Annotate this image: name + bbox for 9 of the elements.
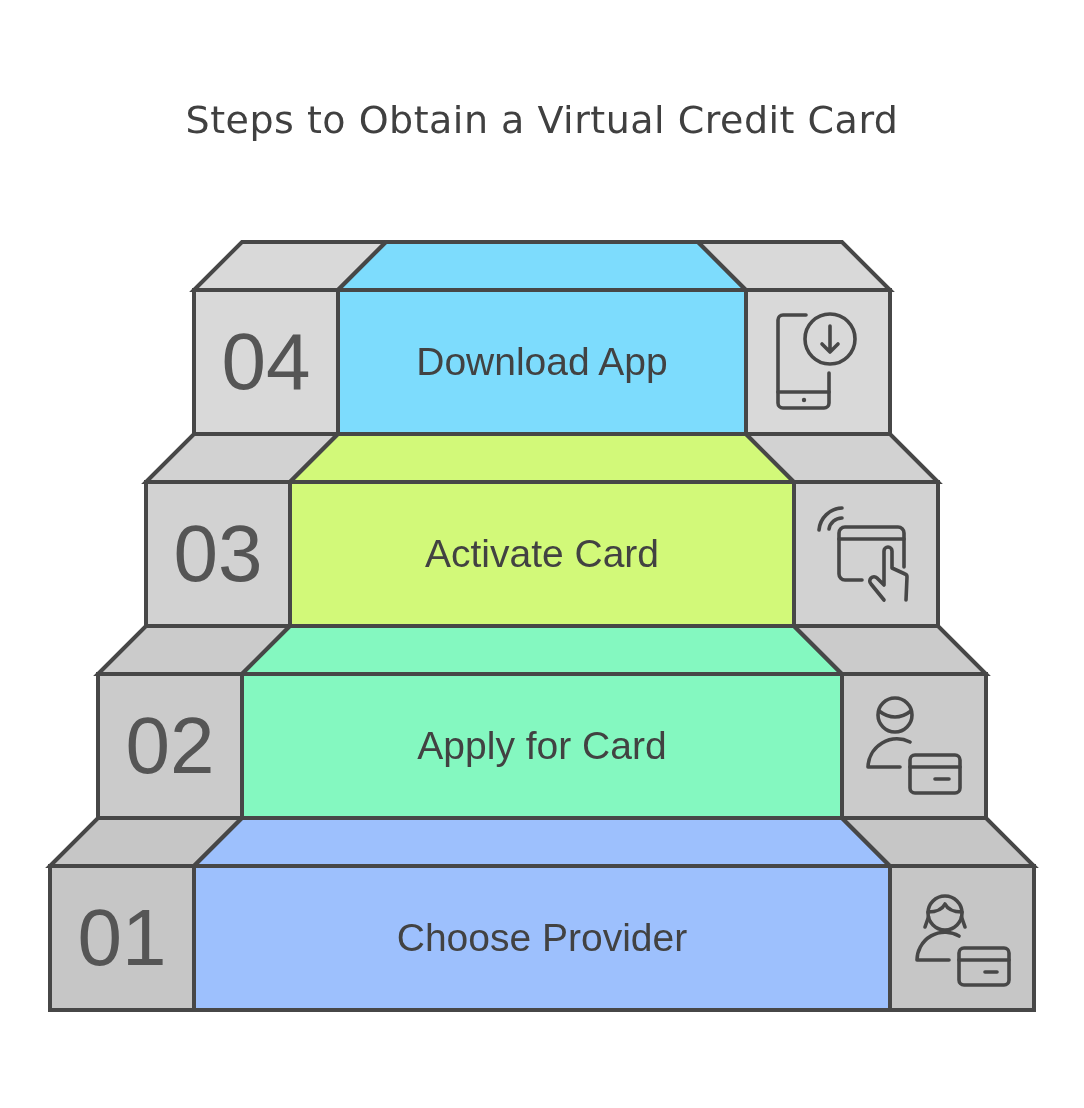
step-title: Download App: [416, 340, 668, 384]
diagram-title: Steps to Obtain a Virtual Credit Card: [184, 98, 900, 142]
step-number: 04: [221, 322, 311, 402]
step-title: Activate Card: [424, 532, 660, 576]
step-number: 03: [173, 514, 263, 594]
step-number: 01: [77, 898, 167, 978]
step-title: Apply for Card: [417, 724, 667, 768]
step-title: Choose Provider: [396, 916, 688, 960]
step-number: 02: [125, 706, 215, 786]
